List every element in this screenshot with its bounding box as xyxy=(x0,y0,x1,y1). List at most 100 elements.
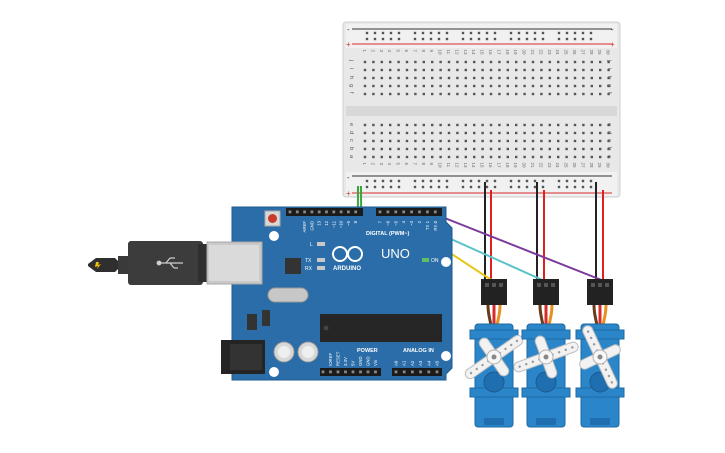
header-pin[interactable] xyxy=(386,210,390,214)
terminal-hole[interactable] xyxy=(447,155,451,159)
rail-hole[interactable] xyxy=(397,179,401,183)
terminal-hole[interactable] xyxy=(573,84,577,88)
rail-hole[interactable] xyxy=(477,31,481,35)
terminal-hole[interactable] xyxy=(405,92,409,96)
terminal-hole[interactable] xyxy=(599,60,602,64)
header-pin[interactable] xyxy=(336,370,340,374)
terminal-hole[interactable] xyxy=(481,123,484,127)
terminal-hole[interactable] xyxy=(397,60,400,64)
rail-hole[interactable] xyxy=(525,37,529,41)
terminal-hole[interactable] xyxy=(590,123,593,127)
terminal-hole[interactable] xyxy=(464,155,467,159)
terminal-hole[interactable] xyxy=(414,60,417,64)
rail-hole[interactable] xyxy=(533,31,537,35)
header-pin[interactable] xyxy=(426,210,429,214)
rail-hole[interactable] xyxy=(437,185,441,189)
terminal-hole[interactable] xyxy=(531,60,535,64)
terminal-hole[interactable] xyxy=(380,123,383,127)
terminal-hole[interactable] xyxy=(414,123,417,127)
terminal-hole[interactable] xyxy=(573,76,577,80)
terminal-hole[interactable] xyxy=(515,76,518,80)
terminal-hole[interactable] xyxy=(498,123,501,127)
terminal-hole[interactable] xyxy=(389,123,392,127)
terminal-hole[interactable] xyxy=(397,131,400,135)
terminal-hole[interactable] xyxy=(582,60,585,64)
header-pin[interactable] xyxy=(354,210,358,214)
rail-hole[interactable] xyxy=(517,37,521,41)
terminal-hole[interactable] xyxy=(498,60,501,64)
terminal-hole[interactable] xyxy=(582,84,585,88)
terminal-hole[interactable] xyxy=(531,68,535,72)
header-pin[interactable] xyxy=(410,210,413,214)
rail-hole[interactable] xyxy=(493,37,497,41)
rail-hole[interactable] xyxy=(509,31,513,35)
rail-hole[interactable] xyxy=(461,185,465,189)
header-pin[interactable] xyxy=(394,210,398,214)
terminal-hole[interactable] xyxy=(414,84,417,88)
rail-hole[interactable] xyxy=(461,37,465,41)
terminal-hole[interactable] xyxy=(397,123,400,127)
terminal-hole[interactable] xyxy=(456,60,459,64)
rail-hole[interactable] xyxy=(493,185,497,189)
terminal-hole[interactable] xyxy=(573,155,577,159)
terminal-hole[interactable] xyxy=(431,139,434,143)
terminal-hole[interactable] xyxy=(565,68,568,72)
terminal-hole[interactable] xyxy=(506,60,509,64)
terminal-hole[interactable] xyxy=(489,92,493,96)
terminal-hole[interactable] xyxy=(557,84,560,88)
terminal-hole[interactable] xyxy=(540,84,543,88)
header-pin[interactable] xyxy=(351,370,355,374)
terminal-hole[interactable] xyxy=(590,76,593,80)
rail-hole[interactable] xyxy=(389,179,393,183)
terminal-hole[interactable] xyxy=(389,84,392,88)
terminal-hole[interactable] xyxy=(548,147,551,151)
terminal-hole[interactable] xyxy=(540,155,543,159)
terminal-hole[interactable] xyxy=(506,155,509,159)
terminal-hole[interactable] xyxy=(422,92,425,96)
terminal-hole[interactable] xyxy=(397,76,400,80)
terminal-hole[interactable] xyxy=(363,68,367,72)
terminal-hole[interactable] xyxy=(498,84,501,88)
terminal-hole[interactable] xyxy=(523,76,526,80)
terminal-hole[interactable] xyxy=(380,76,383,80)
terminal-hole[interactable] xyxy=(422,139,425,143)
terminal-hole[interactable] xyxy=(473,76,476,80)
terminal-hole[interactable] xyxy=(582,123,585,127)
terminal-hole[interactable] xyxy=(498,139,501,143)
rail-hole[interactable] xyxy=(485,37,489,41)
terminal-hole[interactable] xyxy=(557,131,560,135)
terminal-hole[interactable] xyxy=(599,123,602,127)
terminal-hole[interactable] xyxy=(363,76,367,80)
rail-hole[interactable] xyxy=(485,179,489,183)
rail-hole[interactable] xyxy=(429,31,433,35)
terminal-hole[interactable] xyxy=(389,155,392,159)
terminal-hole[interactable] xyxy=(565,60,568,64)
terminal-hole[interactable] xyxy=(506,139,509,143)
terminal-hole[interactable] xyxy=(573,131,577,135)
terminal-hole[interactable] xyxy=(456,155,459,159)
rail-hole[interactable] xyxy=(373,31,377,35)
header-pin[interactable] xyxy=(325,210,328,214)
terminal-hole[interactable] xyxy=(431,155,434,159)
header-pin[interactable] xyxy=(402,370,406,374)
terminal-hole[interactable] xyxy=(464,76,467,80)
servo-motor[interactable] xyxy=(454,279,535,428)
terminal-hole[interactable] xyxy=(515,92,518,96)
terminal-hole[interactable] xyxy=(464,131,467,135)
rail-hole[interactable] xyxy=(429,179,433,183)
rail-hole[interactable] xyxy=(517,31,521,35)
terminal-hole[interactable] xyxy=(431,92,434,96)
terminal-hole[interactable] xyxy=(481,155,484,159)
terminal-hole[interactable] xyxy=(607,76,610,80)
terminal-hole[interactable] xyxy=(473,60,476,64)
terminal-hole[interactable] xyxy=(498,76,501,80)
rail-hole[interactable] xyxy=(509,37,513,41)
terminal-hole[interactable] xyxy=(439,60,442,64)
rail-hole[interactable] xyxy=(573,31,577,35)
terminal-hole[interactable] xyxy=(548,139,551,143)
rail-hole[interactable] xyxy=(429,37,433,41)
terminal-hole[interactable] xyxy=(380,92,383,96)
terminal-hole[interactable] xyxy=(431,76,434,80)
terminal-hole[interactable] xyxy=(506,92,509,96)
